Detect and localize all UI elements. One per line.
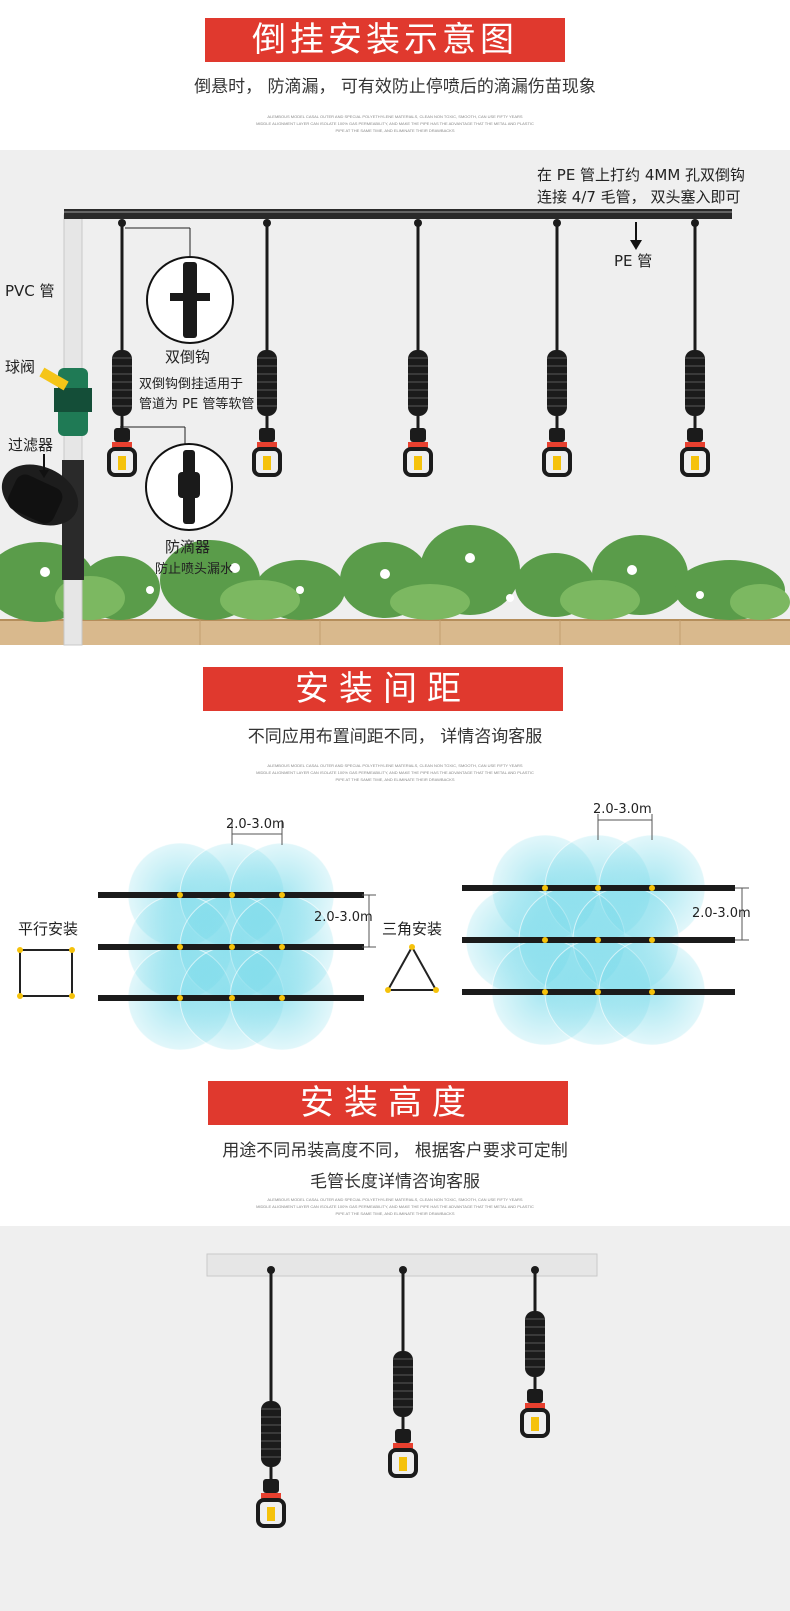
left-emitter — [177, 944, 183, 950]
hanging-height-diagram — [206, 1253, 598, 1528]
pvc-pipe-label: PVC 管 — [5, 282, 55, 300]
right-emitter — [649, 937, 655, 943]
pe-sprinkler-1 — [107, 219, 137, 477]
right-emitter — [542, 989, 548, 995]
pe-hole-note-line1: 在 PE 管上打约 4MM 孔双倒钩 — [537, 166, 746, 184]
spacing-h-right-label: 2.0-3.0m — [593, 802, 652, 817]
anti-drip-title: 防滴器 — [165, 538, 211, 556]
double-barb-desc2: 管道为 PE 管等软管 — [139, 397, 255, 412]
parallel-install-label: 平行安装 — [18, 920, 79, 938]
section3-subtitle1: 用途不同吊装高度不同， 根据客户要求可定制 — [222, 1141, 568, 1161]
filter-label: 过滤器 — [8, 436, 54, 454]
section3-fine-print: ALEMBOUS MODEL CASAL OUTER AND SPECIAL P… — [256, 1197, 534, 1216]
pe-pipe-label: PE 管 — [614, 252, 653, 270]
section3-title-banner: 安装高度 — [208, 1081, 568, 1125]
left-emitter — [279, 892, 285, 898]
height-sprinkler-2 — [388, 1266, 418, 1478]
right-emitter — [649, 989, 655, 995]
section1-fine-print: ALEMBOUS MODEL CASAL OUTER AND SPECIAL P… — [256, 114, 534, 133]
pe-sprinkler-5 — [680, 219, 710, 477]
right-emitter — [542, 885, 548, 891]
left-emitter — [229, 944, 235, 950]
pe-sprinkler-4 — [542, 219, 572, 477]
left-emitter — [229, 995, 235, 1001]
left-emitter — [177, 892, 183, 898]
double-barb-title: 双倒钩 — [165, 348, 211, 366]
left-emitter — [279, 995, 285, 1001]
ball-valve-label: 球阀 — [5, 358, 36, 376]
left-emitter — [279, 944, 285, 950]
section2-fine-print: ALEMBOUS MODEL CASAL OUTER AND SPECIAL P… — [256, 763, 534, 782]
right-emitter — [595, 885, 601, 891]
spacing-v-right-label: 2.0-3.0m — [692, 906, 751, 921]
spacing-v-left-label: 2.0-3.0m — [314, 910, 373, 925]
section2-title-banner: 安装间距 — [203, 667, 563, 711]
right-emitter — [595, 937, 601, 943]
spacing-h-left-label: 2.0-3.0m — [226, 817, 285, 832]
height-sprinkler-3 — [520, 1266, 550, 1438]
spacing-diagram — [17, 814, 749, 1051]
pe-sprinkler-2 — [252, 219, 282, 477]
section3-subtitle2: 毛管长度详情咨询客服 — [310, 1172, 480, 1192]
left-emitter — [229, 892, 235, 898]
section1-subtitle: 倒悬时， 防滴漏， 可有效防止停喷后的滴漏伤苗现象 — [194, 77, 596, 97]
section3-illustration-bg — [0, 1226, 790, 1611]
right-emitter — [595, 989, 601, 995]
section2-subtitle: 不同应用布置间距不同， 详情咨询客服 — [247, 727, 543, 747]
hanging-installation-diagram — [0, 209, 790, 646]
double-barb-desc1: 双倒钩倒挂适用于 — [139, 377, 244, 392]
left-emitter — [177, 995, 183, 1001]
pe-sprinkler-3 — [403, 219, 433, 477]
pe-hole-note-line2: 连接 4/7 毛管， 双头塞入即可 — [537, 188, 741, 206]
anti-drip-desc: 防止喷头漏水 — [155, 562, 234, 577]
right-emitter — [649, 885, 655, 891]
section1-title-banner: 倒挂安装示意图 — [205, 18, 565, 62]
right-emitter — [542, 937, 548, 943]
height-sprinkler-1 — [256, 1266, 286, 1528]
triangle-install-label: 三角安装 — [382, 920, 443, 938]
